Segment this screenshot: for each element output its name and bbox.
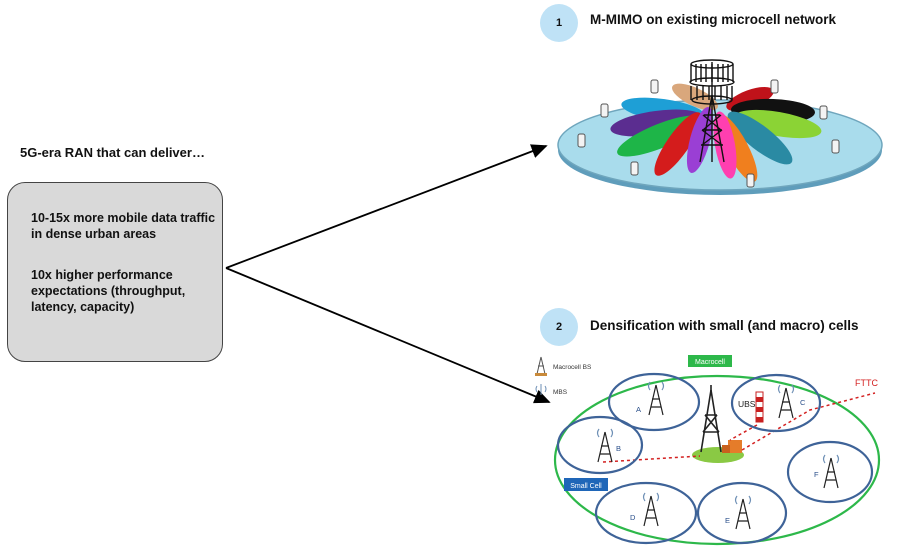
small-cell-tag: Small Cell [570,483,602,490]
option-1-title: M-MIMO on existing microcell network [590,12,837,27]
option-2-title: Densification with small (and macro) cel… [590,318,859,333]
phone-icon [770,79,779,94]
beam-lobe [734,109,822,139]
beam-lobe [654,112,702,176]
fttc-link [741,392,876,451]
requirements-box: 10-15x more mobile data traffic in dense… [7,182,223,362]
ubs-tower-icon [755,391,764,423]
mbs-icon [734,495,752,530]
cell-label-e: E [725,516,730,525]
beam-lobes [610,83,822,182]
cell-label-d: D [630,513,636,522]
small-cell-f [786,440,874,504]
small-cell-e [696,481,788,545]
legend-mbs: MBS [553,389,568,396]
arrow-to-option-2 [225,267,551,404]
option-2-badge: 2 [540,308,578,346]
mbs-icon [647,381,665,416]
small-cell-c [730,373,822,433]
mbs-icon [777,384,795,419]
phone-icon [600,103,609,118]
arrow-to-option-1 [225,144,548,269]
mbs-icon [822,454,840,489]
link-ubs-macro [729,424,758,441]
legend-macrocell-bs: Macrocell BS [553,364,592,371]
mmimo-diagram [557,59,883,195]
mbs-icon [642,492,660,527]
mbs-icons [596,381,840,530]
requirement-performance: 10x higher performance expectations (thr… [31,268,186,314]
phone-icons [577,79,840,188]
phone-icon [831,139,840,154]
macrocell-tag-bg [688,355,732,367]
ubs-label: UBS [738,399,756,409]
mbs-icon [596,428,614,463]
phone-icon [630,161,639,176]
beam-lobe [727,111,793,165]
macro-tower-icon [535,356,547,376]
macrocell-tag: Macrocell [695,359,725,366]
densification-diagram: Macrocell BS MBS Macrocell Small Cell FT… [535,355,881,546]
cell-label-a: A [636,405,641,414]
link-b-macro [602,455,701,463]
small-cell-tag-bg [564,478,608,491]
cell-label-f: F [814,470,819,479]
phone-icon [819,105,828,120]
macrocell-boundary [553,374,881,546]
small-cell-a [607,372,701,432]
mbs-antenna-icon [535,384,547,395]
cell-label-c: C [800,398,806,407]
cell-label-b: B [616,444,621,453]
fttc-label: FTTC [855,378,878,388]
phone-icon [577,133,586,148]
site-building-icon [722,440,742,453]
phone-icon [746,173,755,188]
lead-text: 5G-era RAN that can deliver… [20,145,205,160]
macro-tower-center-icon [700,385,722,453]
small-cell-b [556,415,644,475]
mimo-tower-icon [689,59,735,163]
requirement-traffic: 10-15x more mobile data traffic in dense… [31,211,216,241]
small-cell-d [594,481,698,545]
phone-icon [650,79,659,94]
option-1-badge: 1 [540,4,578,42]
